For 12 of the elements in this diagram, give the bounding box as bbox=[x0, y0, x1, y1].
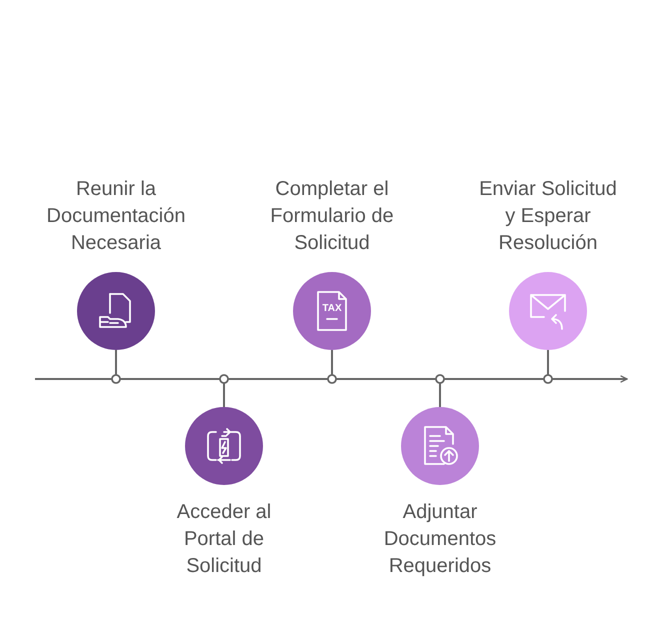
step-title: Reunir la Documentación Necesaria bbox=[46, 177, 186, 256]
connector-line bbox=[547, 350, 549, 375]
connector-line bbox=[223, 383, 225, 407]
connector-line bbox=[115, 350, 117, 375]
connector-line bbox=[331, 350, 333, 375]
connector-line bbox=[439, 383, 441, 407]
step-title: Acceder al Portal de Solicitud bbox=[176, 500, 272, 579]
step-title: Adjuntar Documentos Requeridos bbox=[382, 500, 498, 579]
step-title: Enviar Solicitud y Esperar Resolución bbox=[478, 177, 618, 256]
step-title: Completar el Formulario de Solicitud bbox=[269, 177, 395, 256]
timeline-arrow bbox=[35, 374, 628, 384]
icon-label: TAX bbox=[321, 303, 343, 315]
